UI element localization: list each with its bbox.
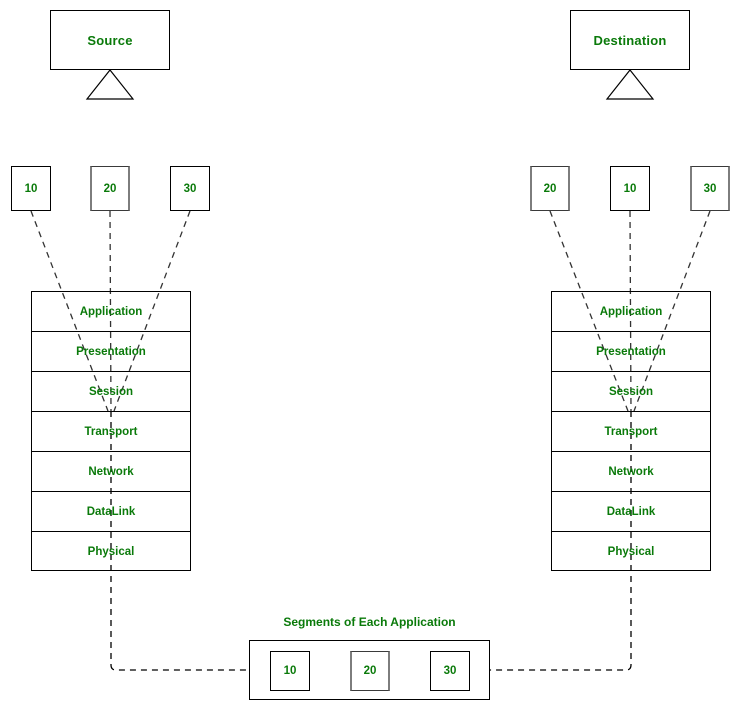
transmission-segment-value-3: 30 [443, 665, 457, 677]
destination-layer-label-1: Application [599, 305, 663, 318]
destination-segment-box-3[interactable]: 30 [690, 166, 730, 211]
destination-segment-value-2: 10 [623, 182, 637, 195]
source-layer-label-5: Network [88, 465, 134, 478]
destination-layer-datalink[interactable]: DataLink [552, 492, 710, 532]
destination-segment-box-1[interactable]: 20 [530, 166, 570, 211]
destination-layer-label-7: Physical [607, 546, 655, 558]
source-osi-stack: Application Presentation Session Transpo… [31, 291, 191, 571]
destination-layer-session[interactable]: Session [552, 372, 710, 412]
source-segment-value-3: 30 [183, 182, 197, 195]
destination-to-segments-path [490, 664, 632, 671]
destination-layer-physical[interactable]: Physical [552, 532, 710, 572]
source-segment-box-1[interactable]: 10 [11, 166, 51, 211]
source-segment-box-3[interactable]: 30 [170, 166, 210, 211]
destination-layer-label-5: Network [608, 465, 654, 478]
destination-layer-label-4: Transport [604, 425, 658, 438]
source-layer-network[interactable]: Network [32, 452, 190, 492]
transmission-segments-container: 10 20 30 [249, 640, 490, 700]
destination-segment-value-3: 30 [703, 182, 717, 195]
destination-osi-stack: Application Presentation Session Transpo… [551, 291, 711, 571]
source-layer-transport[interactable]: Transport [32, 412, 190, 452]
destination-layer-presentation[interactable]: Presentation [552, 332, 710, 372]
destination-funnel-triangle [605, 69, 655, 100]
source-node-label: Source [87, 32, 133, 48]
source-layer-session[interactable]: Session [32, 372, 190, 412]
source-layer-label-6: DataLink [86, 505, 136, 518]
destination-layer-application[interactable]: Application [552, 292, 710, 332]
transmission-segment-value-2: 20 [363, 665, 377, 677]
transmission-segment-box-2[interactable]: 20 [350, 651, 390, 691]
destination-node-box[interactable]: Destination [570, 10, 690, 70]
source-layer-datalink[interactable]: DataLink [32, 492, 190, 532]
source-layer-label-3: Session [88, 385, 134, 398]
destination-segment-value-1: 20 [543, 182, 557, 195]
source-layer-label-4: Transport [84, 425, 138, 438]
transmission-segment-box-1[interactable]: 10 [270, 651, 310, 691]
source-segment-value-1: 10 [24, 182, 38, 195]
source-funnel-triangle [85, 69, 135, 100]
source-layer-presentation[interactable]: Presentation [32, 332, 190, 372]
transmission-caption-text: Segments of Each Application [283, 615, 456, 629]
destination-segment-box-2[interactable]: 10 [610, 166, 650, 211]
destination-layer-label-3: Session [608, 385, 654, 398]
source-layer-application[interactable]: Application [32, 292, 190, 332]
destination-layer-transport[interactable]: Transport [552, 412, 710, 452]
source-segment-value-2: 20 [103, 182, 117, 195]
transmission-segment-value-1: 10 [283, 665, 297, 677]
destination-node-label: Destination [593, 32, 667, 48]
destination-layer-label-2: Presentation [596, 345, 666, 358]
source-node-box[interactable]: Source [50, 10, 170, 70]
source-segment-box-2[interactable]: 20 [90, 166, 130, 211]
destination-layer-label-6: DataLink [606, 505, 656, 518]
source-layer-label-1: Application [79, 305, 143, 318]
transmission-caption: Segments of Each Application [249, 615, 490, 629]
source-layer-label-2: Presentation [76, 345, 146, 358]
transmission-segment-box-3[interactable]: 30 [430, 651, 470, 691]
source-layer-physical[interactable]: Physical [32, 532, 190, 572]
source-to-segments-path [110, 664, 249, 671]
destination-layer-network[interactable]: Network [552, 452, 710, 492]
source-layer-label-7: Physical [87, 546, 135, 558]
